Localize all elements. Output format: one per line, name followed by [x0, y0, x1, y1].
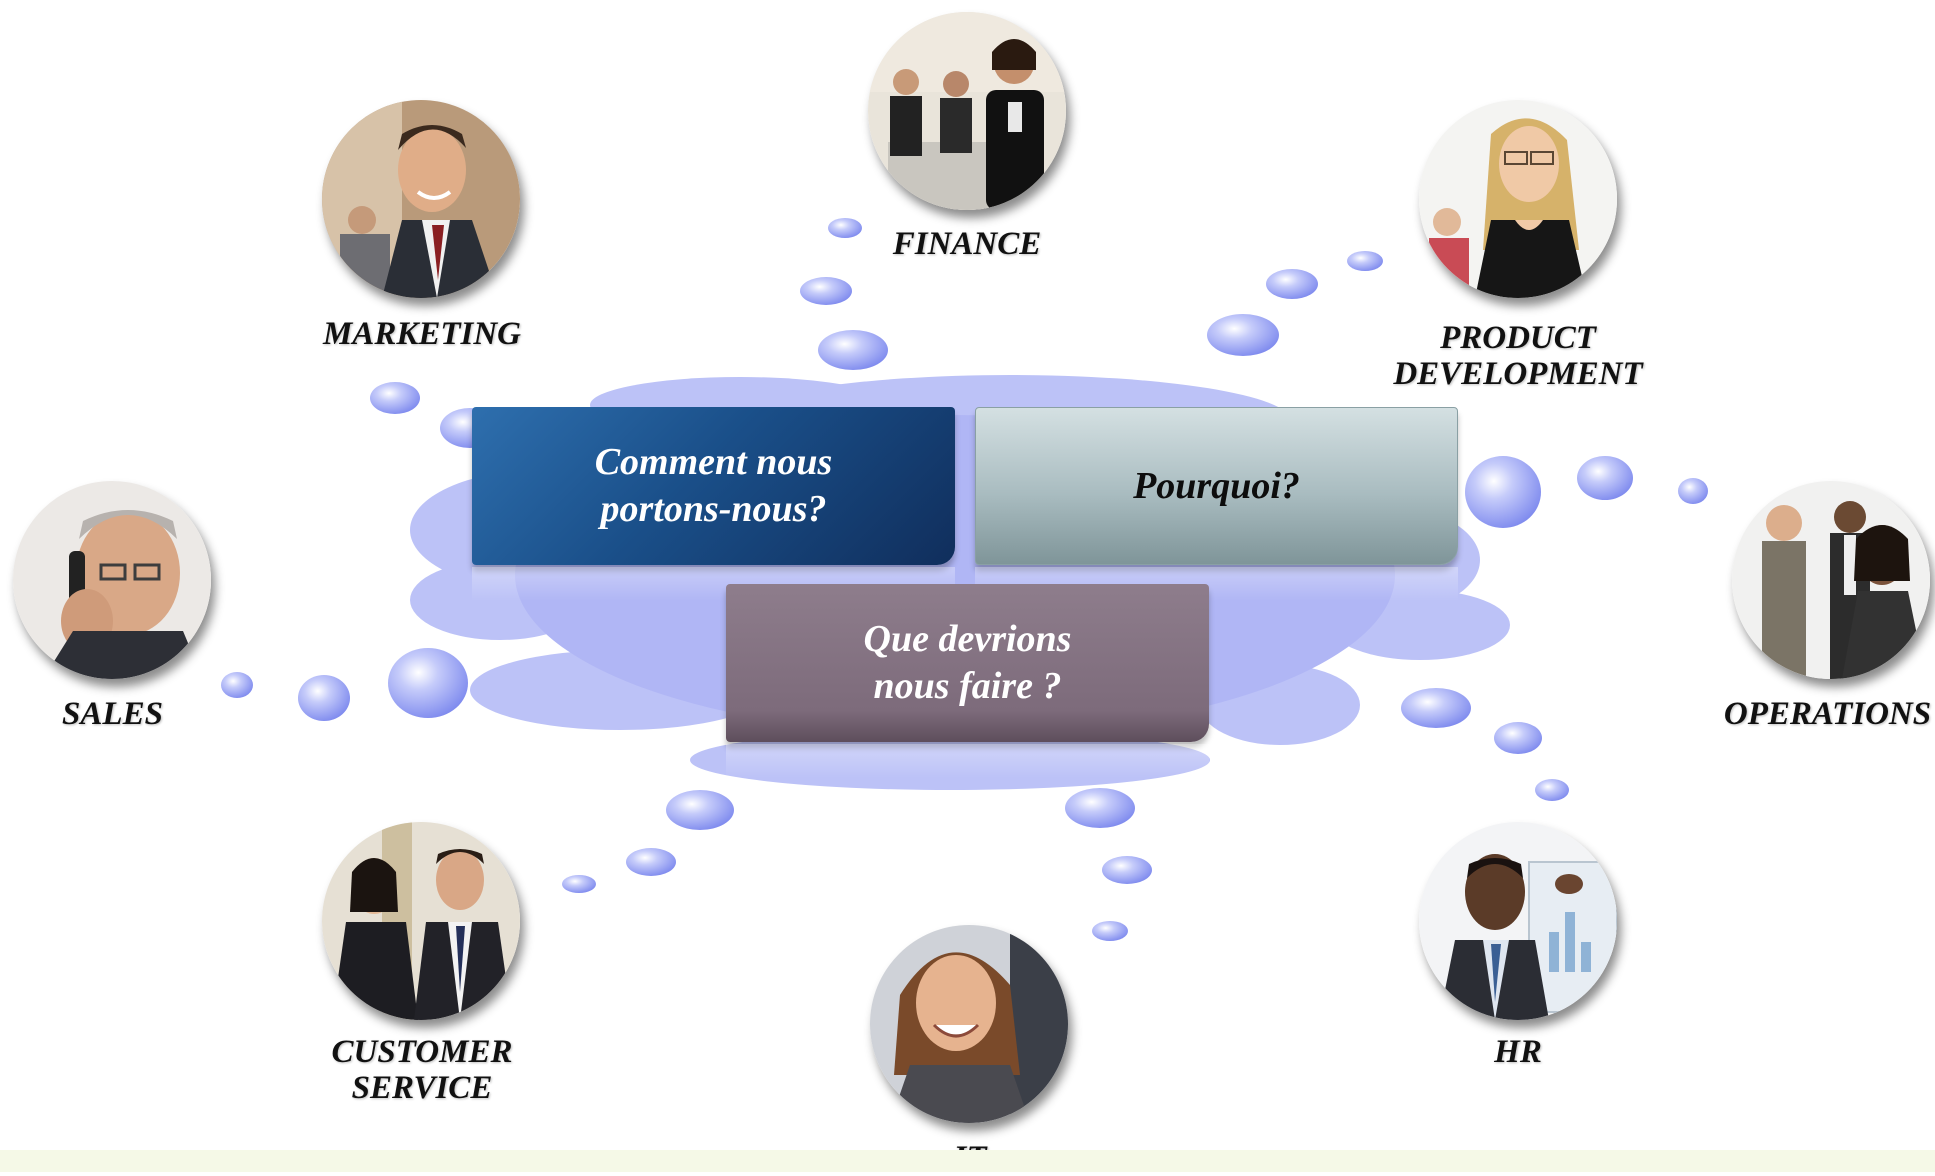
- marketing-photo: [322, 100, 520, 298]
- finance-label: FINANCE: [892, 226, 1042, 262]
- marketing-label: MARKETING: [322, 316, 522, 352]
- customer-service-label: CUSTOMER SERVICE: [331, 1034, 513, 1106]
- operations-label: OPERATIONS: [1723, 696, 1932, 732]
- finance-photo: [868, 12, 1066, 210]
- sales-label: SALES: [62, 696, 163, 732]
- customer-service-photo: [322, 822, 520, 1020]
- how-are-we-doing-text: Comment nous portons-nous?: [594, 441, 833, 530]
- how-are-we-doing-box: Comment nous portons-nous?: [472, 407, 955, 565]
- what-should-we-do-text: Que devrions nous faire ?: [863, 618, 1072, 707]
- product-development-photo: [1419, 100, 1617, 298]
- hr-photo: [1419, 822, 1617, 1020]
- why-box: Pourquoi?: [975, 407, 1458, 565]
- it-photo: [870, 925, 1068, 1123]
- product-development-label: PRODUCT DEVELOPMENT: [1393, 320, 1643, 392]
- why-text: Pourquoi?: [1133, 464, 1300, 507]
- what-should-we-do-box: Que devrions nous faire ?: [726, 584, 1209, 742]
- what-box-reflection: [726, 744, 1209, 778]
- hr-label: HR: [1494, 1034, 1542, 1070]
- operations-photo: [1732, 481, 1930, 679]
- bottom-band: [0, 1150, 1935, 1172]
- sales-photo: [13, 481, 211, 679]
- bubble-trails: [221, 218, 1708, 941]
